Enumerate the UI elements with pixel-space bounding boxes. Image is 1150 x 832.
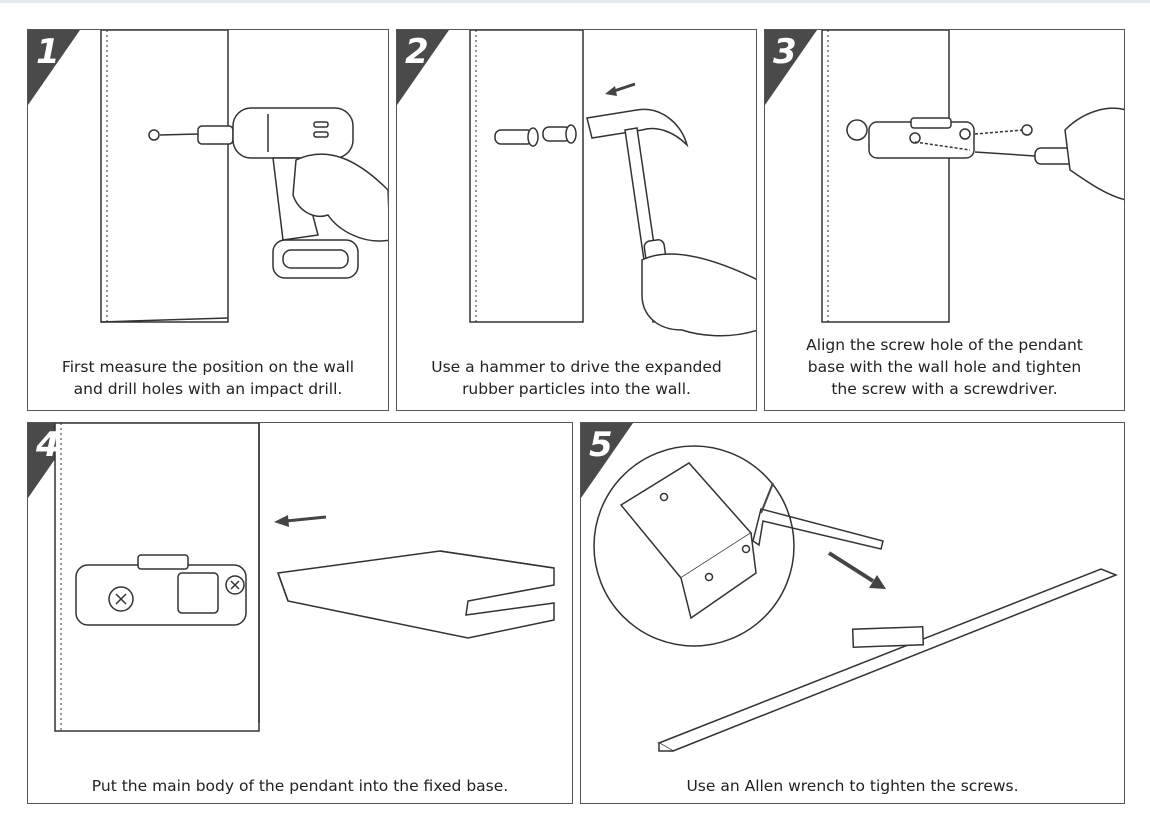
step-4-illustration xyxy=(28,423,555,732)
screw-icon xyxy=(914,124,1033,151)
step-4-panel: 4 Put the main body of the pendant into … xyxy=(27,422,573,804)
pendant-light-bar-icon xyxy=(657,568,1119,752)
caption-line: the screw with a screwdriver. xyxy=(831,380,1058,398)
rubber-anchor-icon xyxy=(494,124,577,147)
caption-line: Align the screw hole of the pendant xyxy=(806,336,1083,354)
step-1-illustration xyxy=(28,30,388,323)
hand-icon xyxy=(292,153,388,242)
caption-line: Use a hammer to drive the expanded xyxy=(431,358,722,376)
hand-icon xyxy=(1064,107,1124,201)
step-5-caption: Use an Allen wrench to tighten the screw… xyxy=(581,775,1124,797)
step-number: 2 xyxy=(405,32,429,72)
caption-line: rubber particles into the wall. xyxy=(462,380,691,398)
direction-arrow-icon xyxy=(827,551,886,589)
washer-icon xyxy=(846,119,868,141)
pendant-base-detail-icon xyxy=(619,462,757,620)
direction-arrow-icon xyxy=(605,82,636,96)
step-number: 5 xyxy=(589,425,613,465)
step-3-panel: 3 Align the screw hole of the pendant ba… xyxy=(764,29,1125,411)
step-4-caption: Put the main body of the pendant into th… xyxy=(28,775,572,797)
step-1-caption: First measure the position on the wall a… xyxy=(28,356,388,400)
direction-arrow-icon xyxy=(274,515,327,527)
top-divider xyxy=(0,0,1150,3)
direction-arrow-icon xyxy=(760,482,774,514)
pendant-base-icon xyxy=(75,554,247,626)
caption-line: First measure the position on the wall xyxy=(61,358,355,376)
step-2-caption: Use a hammer to drive the expanded rubbe… xyxy=(397,356,756,400)
wall-icon xyxy=(469,30,584,323)
wall-hole-icon xyxy=(148,129,160,141)
step-2-panel: 2 Use a hammer to drive the expanded rub… xyxy=(396,29,757,411)
step-number: 1 xyxy=(36,32,60,72)
step-1-panel: 1 First measure the position on the wall… xyxy=(27,29,389,411)
wall-icon xyxy=(100,30,229,323)
pendant-body-icon xyxy=(276,550,555,639)
step-2-illustration xyxy=(397,30,756,337)
step-number: 4 xyxy=(36,425,60,465)
pendant-base-icon xyxy=(868,117,975,159)
hand-icon xyxy=(641,253,756,337)
caption-line: and drill holes with an impact drill. xyxy=(73,380,343,398)
step-5-panel: 5 Use an Allen wrench to tighten the scr… xyxy=(580,422,1125,804)
step-number: 3 xyxy=(773,32,797,72)
allen-wrench-icon xyxy=(752,508,884,550)
step-3-illustration xyxy=(765,30,1124,323)
caption-line: base with the wall hole and tighten xyxy=(807,358,1082,376)
step-5-illustration xyxy=(581,423,1119,752)
step-badge-bg xyxy=(397,30,449,105)
step-badge-bg xyxy=(581,423,633,498)
step-3-caption: Align the screw hole of the pendant base… xyxy=(765,334,1124,400)
wall-icon xyxy=(821,30,950,323)
caption-line: Use an Allen wrench to tighten the screw… xyxy=(686,777,1019,795)
step-badge-bg xyxy=(28,30,80,105)
step-badge-bg xyxy=(765,30,817,105)
caption-line: Put the main body of the pendant into th… xyxy=(91,777,509,795)
